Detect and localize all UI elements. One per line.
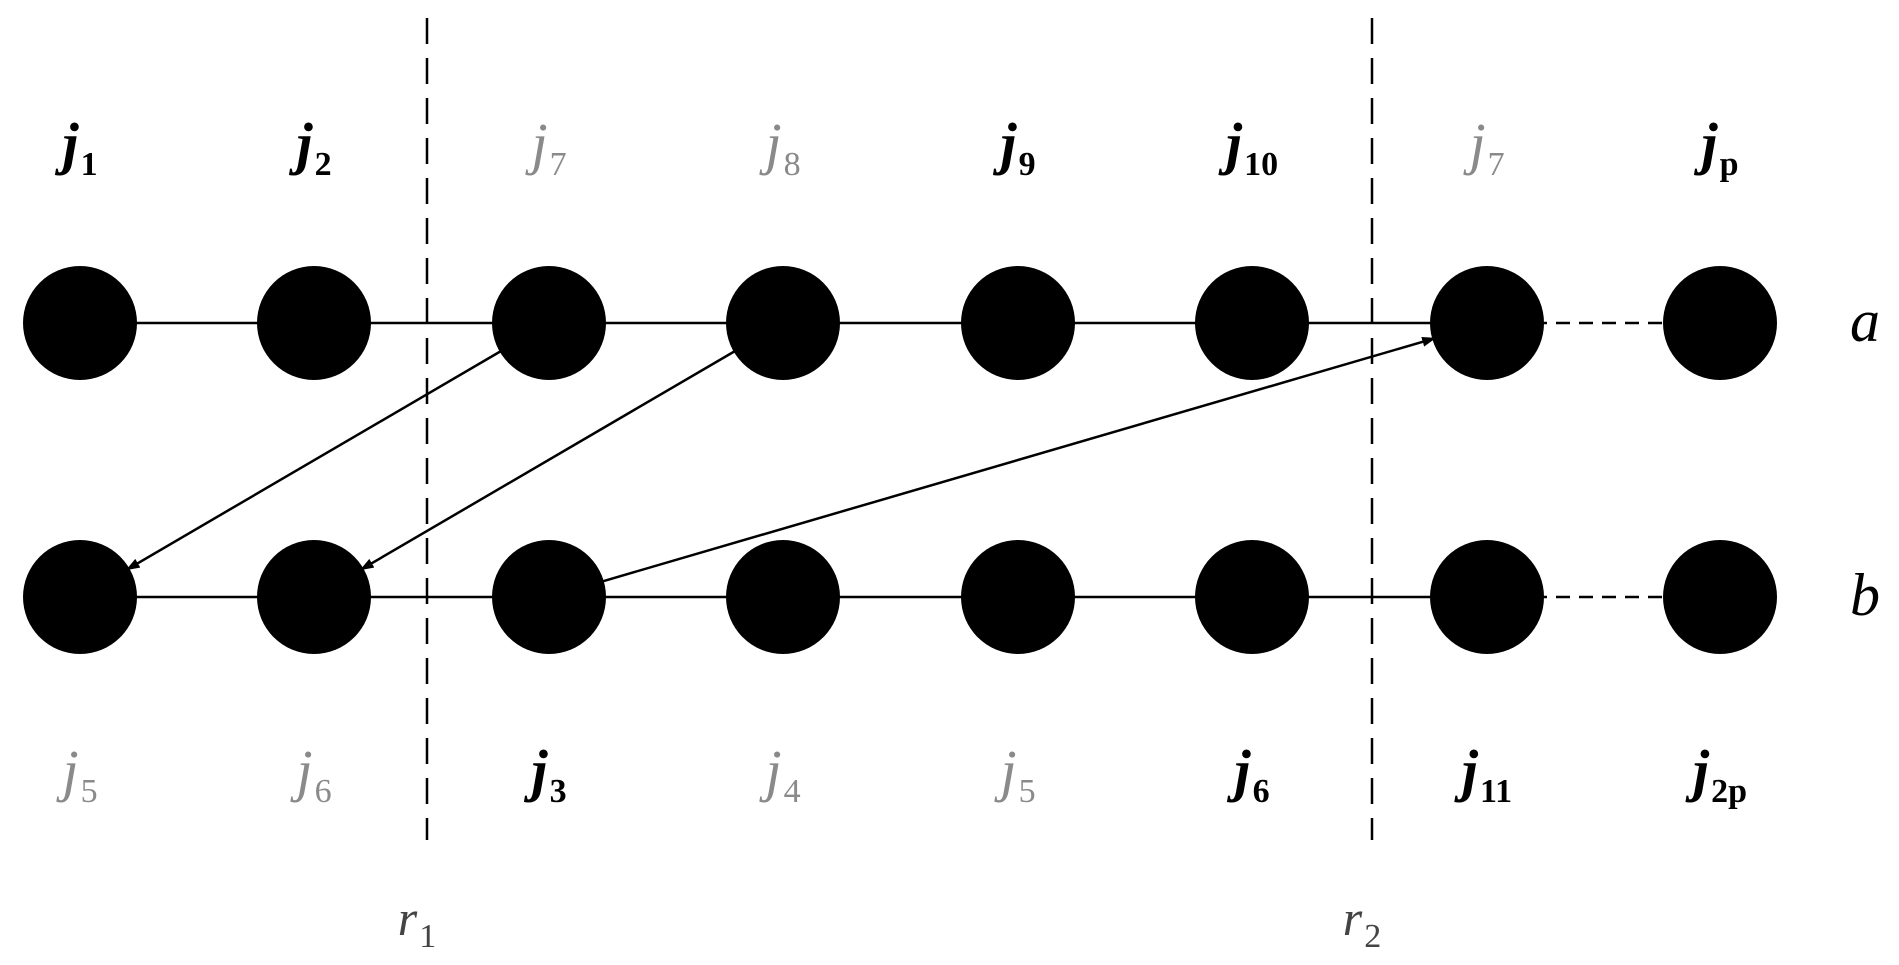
bottom-label-6: j6 bbox=[1226, 738, 1269, 810]
node-a-4 bbox=[726, 266, 840, 380]
bottom-label-5: j5 bbox=[993, 738, 1035, 810]
cut-label-2-letter: r bbox=[1343, 890, 1363, 946]
node-b-8 bbox=[1663, 540, 1777, 654]
bottom-label-4-subscript: 4 bbox=[784, 773, 801, 810]
node-a-2 bbox=[257, 266, 371, 380]
cut-label-1: r1 bbox=[398, 890, 436, 955]
bottom-label-4: j4 bbox=[758, 738, 800, 810]
row-label-a: a bbox=[1850, 288, 1880, 354]
top-label-2-letter: j bbox=[288, 111, 313, 176]
bottom-label-5-subscript: 5 bbox=[1019, 773, 1036, 810]
node-b-1 bbox=[23, 540, 137, 654]
top-label-3-letter: j bbox=[524, 111, 547, 176]
top-label-2: j2 bbox=[288, 111, 331, 183]
node-b-3 bbox=[492, 540, 606, 654]
top-label-3-subscript: 7 bbox=[550, 146, 567, 183]
top-label-1-subscript: 1 bbox=[81, 146, 98, 183]
bottom-label-1-subscript: 5 bbox=[81, 773, 98, 810]
node-a-3 bbox=[492, 266, 606, 380]
row-label-b: b bbox=[1850, 562, 1880, 628]
top-label-5: j9 bbox=[992, 111, 1035, 183]
top-label-7-subscript: 7 bbox=[1488, 146, 1505, 183]
bottom-label-8: j2p bbox=[1685, 738, 1747, 810]
bottom-label-2: j6 bbox=[289, 738, 331, 810]
bottom-label-1: j5 bbox=[55, 738, 97, 810]
top-label-4: j8 bbox=[758, 111, 800, 183]
top-label-7: j7 bbox=[1462, 111, 1504, 183]
node-b-5 bbox=[961, 540, 1075, 654]
bottom-label-3-letter: j bbox=[523, 738, 548, 803]
node-a-8 bbox=[1663, 266, 1777, 380]
top-label-5-subscript: 9 bbox=[1019, 146, 1036, 183]
node-a-7 bbox=[1430, 266, 1544, 380]
bottom-label-7-letter: j bbox=[1454, 738, 1479, 803]
arrow-3 bbox=[599, 336, 1437, 584]
top-label-8-subscript: p bbox=[1720, 146, 1739, 183]
bottom-label-3: j3 bbox=[523, 738, 566, 810]
top-label-7-letter: j bbox=[1462, 111, 1485, 176]
top-label-2-subscript: 2 bbox=[315, 146, 332, 183]
bottom-label-5-letter: j bbox=[993, 738, 1016, 803]
bottom-label-1-letter: j bbox=[55, 738, 78, 803]
bottom-label-6-subscript: 6 bbox=[1253, 773, 1270, 810]
node-b-2 bbox=[257, 540, 371, 654]
top-label-6: j10 bbox=[1218, 111, 1278, 183]
top-label-6-subscript: 10 bbox=[1244, 146, 1278, 183]
arrow-1 bbox=[125, 348, 504, 571]
bottom-label-2-letter: j bbox=[289, 738, 312, 803]
bottom-label-7-subscript: 11 bbox=[1480, 773, 1512, 810]
top-label-6-letter: j bbox=[1218, 111, 1243, 176]
top-label-8: jp bbox=[1693, 111, 1738, 183]
cut-label-1-subscript: 1 bbox=[419, 918, 436, 955]
node-b-6 bbox=[1195, 540, 1309, 654]
cut-label-1-letter: r bbox=[398, 890, 418, 946]
top-label-1: j1 bbox=[54, 111, 97, 183]
node-a-5 bbox=[961, 266, 1075, 380]
bottom-label-3-subscript: 3 bbox=[550, 773, 567, 810]
cut-label-2-subscript: 2 bbox=[1364, 918, 1381, 955]
cut-label-2: r2 bbox=[1343, 890, 1381, 955]
bottom-label-7: j11 bbox=[1454, 738, 1512, 810]
bottom-label-4-letter: j bbox=[758, 738, 781, 803]
top-label-4-subscript: 8 bbox=[784, 146, 801, 183]
node-a-6 bbox=[1195, 266, 1309, 380]
top-label-8-letter: j bbox=[1693, 111, 1718, 176]
top-label-4-letter: j bbox=[758, 111, 781, 176]
node-b-7 bbox=[1430, 540, 1544, 654]
top-label-1-letter: j bbox=[54, 111, 79, 176]
node-b-4 bbox=[726, 540, 840, 654]
arrow-2 bbox=[359, 348, 738, 571]
bottom-label-6-letter: j bbox=[1226, 738, 1251, 803]
node-a-1 bbox=[23, 266, 137, 380]
bottom-label-8-subscript: 2p bbox=[1711, 773, 1747, 810]
bottom-label-2-subscript: 6 bbox=[315, 773, 332, 810]
top-label-3: j7 bbox=[524, 111, 566, 183]
bottom-label-8-letter: j bbox=[1685, 738, 1710, 803]
top-label-5-letter: j bbox=[992, 111, 1017, 176]
